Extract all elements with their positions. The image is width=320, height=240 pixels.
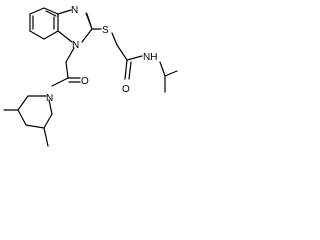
imidazole-ring: [57, 9, 93, 43]
molecule-svg: N N S O N O NH: [3, 5, 178, 147]
structure-diagram: N N S O N O NH: [0, 0, 180, 161]
atom-n-piperidine: N: [46, 93, 53, 104]
left-acetamide-chain: [51, 47, 81, 87]
atom-s-thioether: S: [102, 25, 109, 36]
atom-n-ring-bottom: N: [72, 40, 79, 51]
piperidine-ring: [3, 95, 53, 147]
atom-nh-amide: NH: [143, 52, 157, 63]
right-acetamide-chain: [91, 28, 178, 93]
atom-n-ring-top: N: [71, 5, 78, 16]
atom-o-amide-left: O: [81, 76, 89, 87]
atom-o-amide-right: O: [122, 84, 130, 95]
benzene-ring: [29, 7, 59, 40]
